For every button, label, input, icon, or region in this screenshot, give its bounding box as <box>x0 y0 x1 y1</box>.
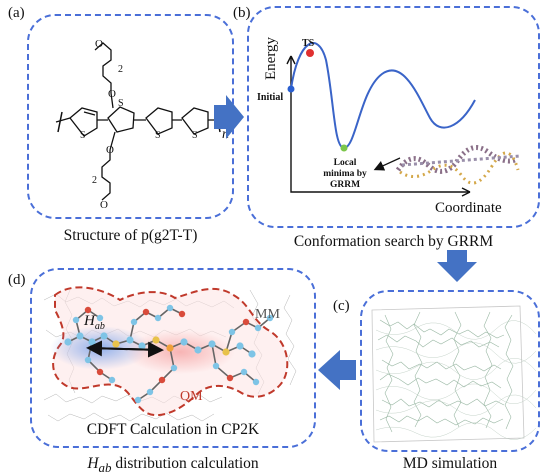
energy-axis-label: Energy <box>263 36 279 80</box>
transition-state-point <box>306 49 314 57</box>
subscript-2-top: 2 <box>118 64 123 75</box>
qm-region-label: QM <box>180 389 203 404</box>
atom-o-top-2: O <box>95 38 103 50</box>
panel-c-label: (c) <box>333 298 350 314</box>
panel-b-caption: Conformation search by GRRM <box>293 233 494 250</box>
cdft-caption: CDFT Calculation in CP2K <box>87 421 260 438</box>
repeat-subscript-n: n <box>222 127 229 142</box>
energy-plot <box>286 42 521 197</box>
atom-o-top-1: O <box>108 88 116 100</box>
panel-a-label: (a) <box>8 5 25 21</box>
hab-caption-text: distribution calculation <box>111 455 259 472</box>
panel-a-caption: Structure of p(g2T-T) <box>63 227 198 244</box>
coordinate-axis-label: Coordinate <box>435 200 502 216</box>
md-simulation-box <box>371 305 537 443</box>
initial-label: Initial <box>257 92 283 103</box>
subscript-2-bottom: 2 <box>92 175 97 186</box>
arrow-c-to-d <box>318 350 356 390</box>
panel-c-frame <box>360 290 540 452</box>
panel-b-label: (b) <box>233 5 251 21</box>
pointer-arrow <box>373 157 401 171</box>
atom-o-bottom-2: O <box>100 199 108 211</box>
local-minima-label-line2: minima by <box>323 169 367 179</box>
mm-region-label: MM <box>255 307 280 322</box>
panel-d-label: (d) <box>8 272 26 288</box>
hab-caption-symbol: H <box>87 455 99 472</box>
hab-symbol: Hab <box>83 313 105 332</box>
initial-point <box>287 85 295 93</box>
atom-o-bottom-1: O <box>106 144 114 156</box>
atom-s-2: S <box>118 98 124 109</box>
panel-b-frame <box>247 6 540 228</box>
ts-label: TS <box>302 38 315 49</box>
polymer-structure <box>55 42 222 201</box>
atom-s-1: S <box>80 130 86 141</box>
panel-d-caption: Hab distribution calculation <box>30 455 316 476</box>
arrow-b-to-c <box>437 250 477 282</box>
top-glycol-chain <box>94 42 112 93</box>
atom-s-4: S <box>192 130 198 141</box>
bottom-glycol-chain <box>101 150 111 201</box>
local-minima-label-line3: GRRM <box>330 180 360 190</box>
energy-curve <box>290 42 476 150</box>
arrow-a-to-b <box>214 95 244 139</box>
panel-c-caption: MD simulation <box>402 455 498 472</box>
energy-axes <box>290 56 470 193</box>
thiophene-ring-2 <box>107 106 135 133</box>
atom-s-3: S <box>155 130 161 141</box>
conformer-molecule <box>395 145 521 185</box>
hab-caption-sub: ab <box>98 460 112 476</box>
qmmm-scene <box>43 286 297 422</box>
local-minima-label-line1: Local <box>334 158 357 168</box>
local-minima-point <box>340 144 348 152</box>
